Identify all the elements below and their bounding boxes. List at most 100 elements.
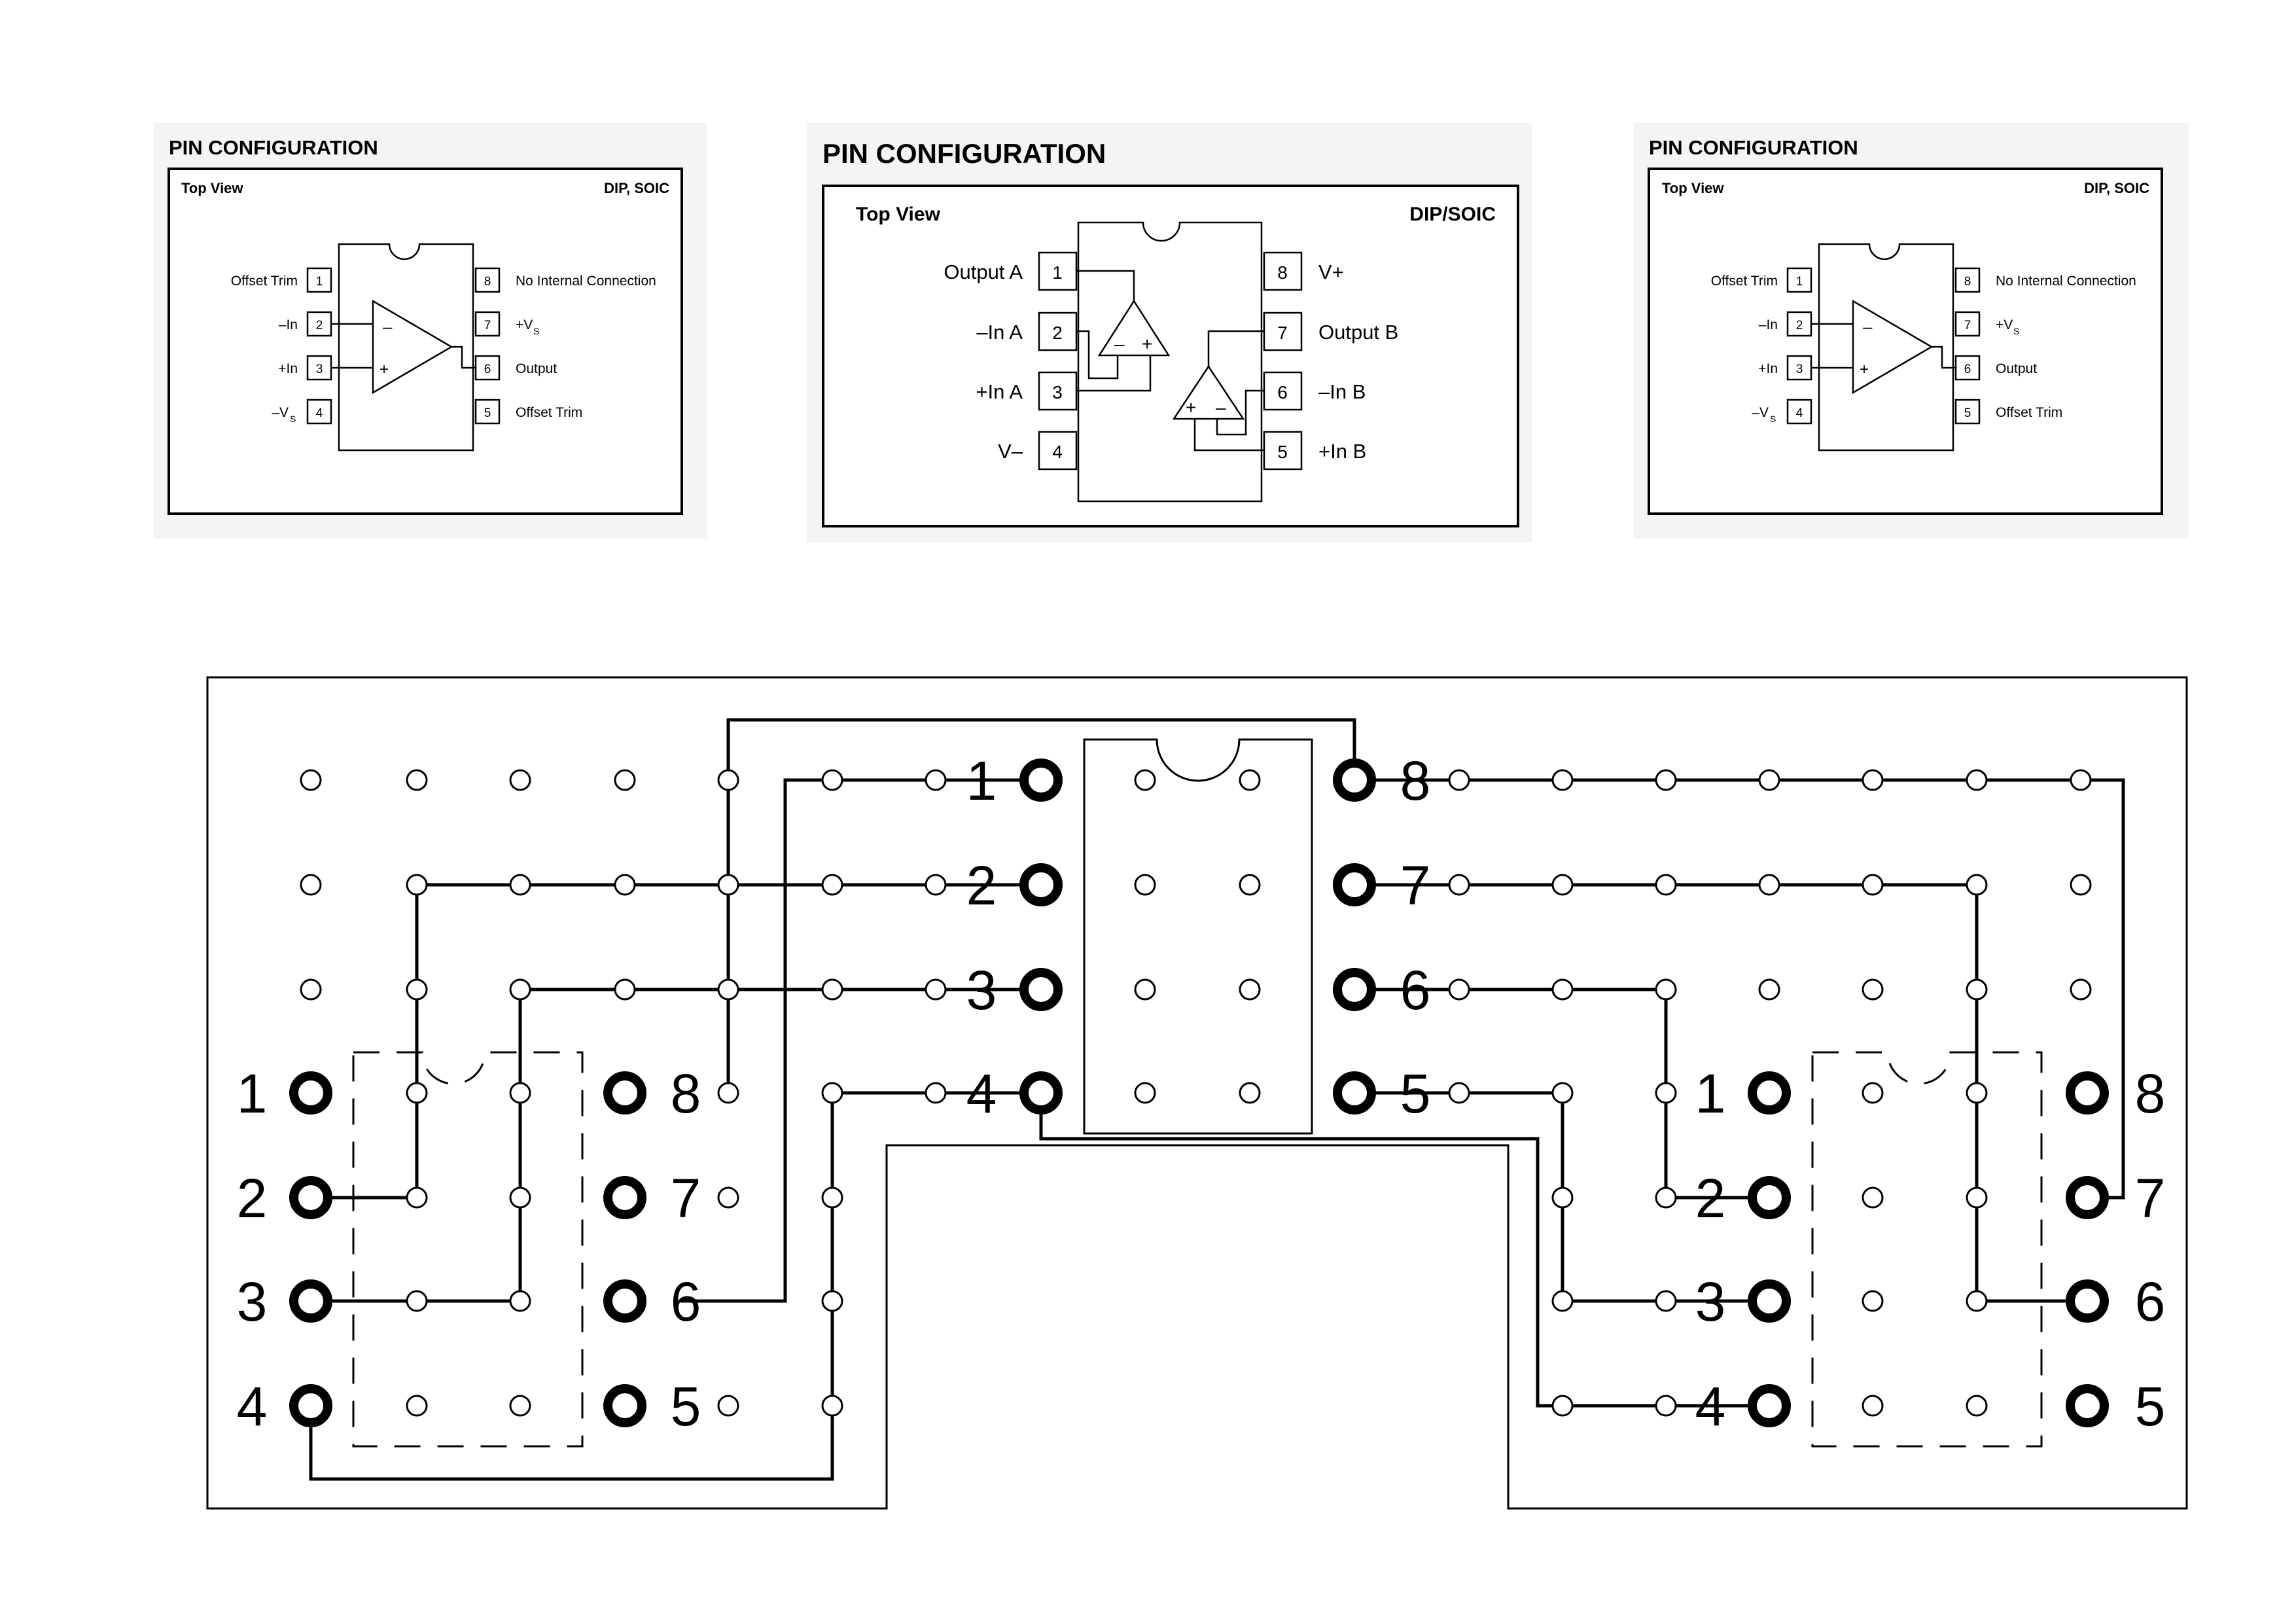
left-pin-column: 1 2 3 4 [306, 267, 332, 425]
chip-body [1818, 243, 1954, 452]
pad-number: 2 [237, 1168, 268, 1229]
center-socket-pads: 1 2 3 4 8 7 6 5 [966, 750, 1431, 1124]
pin-label: +In A [976, 380, 1023, 403]
pin-number: 5 [484, 406, 491, 420]
pin-label: –In B [1318, 380, 1366, 403]
center-socket-outline [1083, 738, 1313, 1135]
pad-4 [1019, 1071, 1063, 1115]
package-label: DIP/SOIC [1409, 204, 1496, 225]
hole-grid [300, 769, 2092, 1417]
pad-2 [1019, 863, 1063, 906]
pad-number: 3 [1695, 1271, 1726, 1332]
pad-number: 2 [966, 855, 997, 916]
pad-8 [1333, 758, 1376, 802]
opamp-sign: – [1863, 317, 1873, 336]
pad-number: 7 [671, 1168, 701, 1229]
pin-label: +In B [1318, 440, 1366, 463]
pin-number: 2 [1052, 323, 1063, 343]
pad-8 [603, 1071, 646, 1115]
pin-label: Offset Trim [1996, 405, 2062, 420]
adapter-board: 1 2 3 4 8 7 6 5 1 2 3 4 8 7 6 5 [206, 676, 2188, 1510]
pin-label: –V [1752, 405, 1769, 420]
pin-number: 8 [484, 275, 491, 289]
pin-label-subscript: S [2013, 326, 2019, 336]
pad-7 [2066, 1176, 2109, 1219]
right-pin-column: 8 7 6 5 [474, 267, 501, 425]
pin-number: 3 [1052, 382, 1063, 402]
pad-number: 1 [237, 1063, 268, 1124]
pin-label: –In [279, 317, 298, 332]
pin-config-panel-center: PIN CONFIGURATION Top View DIP/SOIC 1 2 … [807, 123, 1532, 542]
pad-2 [1748, 1176, 1791, 1219]
pad-4 [1748, 1384, 1791, 1427]
pad-number: 1 [966, 750, 997, 812]
pad-number: 7 [1400, 855, 1431, 916]
opamp-sign: + [1186, 397, 1196, 418]
pin-label: Offset Trim [1711, 274, 1778, 289]
pad-number: 6 [1400, 959, 1431, 1021]
pad-number: 8 [671, 1063, 701, 1124]
pin-number: 7 [1964, 319, 1971, 332]
pin-config-panel-left: PIN CONFIGURATION Top View DIP, SOIC 1 2… [154, 123, 707, 539]
pad-8 [2066, 1071, 2109, 1115]
pin-label: –In [1759, 317, 1778, 332]
pad-2 [289, 1176, 332, 1219]
pin-number: 7 [1277, 323, 1288, 343]
pin-number: 3 [316, 363, 323, 376]
pin-number: 8 [1964, 275, 1971, 289]
pad-5 [2066, 1384, 2109, 1427]
pad-number: 6 [2135, 1271, 2166, 1332]
opamp-sign: – [383, 317, 393, 336]
pin-label: Output A [944, 260, 1023, 283]
opamp-symbol [1852, 299, 1934, 395]
pin-label: Offset Trim [516, 405, 582, 420]
pin-number: 7 [484, 319, 491, 332]
pin-label-subscript: S [290, 414, 296, 424]
panel-title: PIN CONFIGURATION [1649, 136, 1858, 159]
pad-6 [2066, 1279, 2109, 1323]
panel-title: PIN CONFIGURATION [822, 138, 1106, 169]
left-socket-outline [352, 1051, 584, 1448]
opamp-sign: + [1860, 361, 1869, 378]
opamp-symbol [372, 299, 453, 395]
pad-1 [289, 1071, 332, 1115]
pad-number: 5 [1400, 1063, 1431, 1124]
chip-body [1077, 221, 1263, 503]
pin-number: 1 [1052, 262, 1063, 283]
pin-label-subscript: S [1770, 414, 1776, 424]
view-label: Top View [856, 204, 941, 225]
pin-label: V+ [1318, 260, 1344, 283]
pin-number: 4 [1052, 442, 1063, 462]
left-pin-column: 1 2 3 4 [1038, 251, 1078, 471]
panel-title: PIN CONFIGURATION [169, 136, 378, 159]
pin-number: 6 [1277, 382, 1288, 402]
left-socket-pads: 1 2 3 4 8 7 6 5 [237, 1063, 701, 1437]
pad-number: 8 [2135, 1063, 2166, 1124]
pin-label: Offset Trim [231, 274, 298, 289]
pin-label: +In [1758, 361, 1778, 376]
opamp-sign: + [1142, 334, 1152, 354]
pin-number: 2 [1796, 319, 1803, 332]
pad-number: 7 [2135, 1168, 2166, 1229]
pin-label: Output [1996, 361, 2037, 376]
pin-number: 1 [316, 275, 323, 289]
pad-number: 3 [237, 1271, 268, 1332]
pad-number: 5 [671, 1376, 701, 1437]
pad-7 [1333, 863, 1376, 906]
pin-label: Output B [1318, 321, 1398, 344]
pin-number: 4 [1796, 406, 1803, 420]
pin-number: 8 [1277, 262, 1288, 283]
pad-6 [1333, 968, 1376, 1011]
pad-3 [289, 1279, 332, 1323]
board-outline [206, 676, 2188, 1510]
pad-5 [1333, 1071, 1376, 1115]
opamp-b-symbol [1172, 365, 1245, 420]
pad-number: 4 [966, 1063, 997, 1124]
pin-number: 6 [1964, 363, 1971, 376]
pad-number: 5 [2135, 1376, 2166, 1437]
pin-label: No Internal Connection [1996, 274, 2136, 289]
pin-number: 3 [1796, 363, 1803, 376]
opamp-a-symbol [1097, 299, 1171, 357]
opamp-sign: – [1216, 397, 1226, 418]
